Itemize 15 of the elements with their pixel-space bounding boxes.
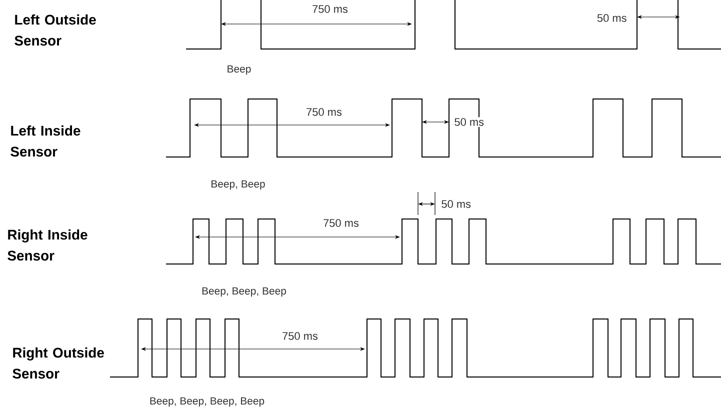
duration-label: 50 ms	[440, 199, 472, 209]
duration-label: 50 ms	[596, 13, 628, 23]
duration-label: 750 ms	[281, 331, 319, 341]
signal-label: Right Outside Sensor	[12, 347, 104, 379]
beep-label: Beep, Beep, Beep, Beep	[150, 397, 264, 407]
duration-label: 750 ms	[322, 218, 360, 228]
beep-label: Beep	[228, 65, 251, 75]
duration-label: 50 ms	[453, 117, 486, 127]
beep-label: Beep, Beep, Beep	[202, 287, 286, 297]
signal-label: Left Outside Sensor	[14, 14, 96, 46]
signal-label: Left Inside Sensor	[10, 125, 80, 157]
duration-label: 750 ms	[311, 4, 349, 14]
signal-label: Right Inside Sensor	[8, 229, 88, 261]
beep-label: Beep, Beep	[212, 180, 265, 190]
duration-label: 750 ms	[305, 107, 343, 117]
